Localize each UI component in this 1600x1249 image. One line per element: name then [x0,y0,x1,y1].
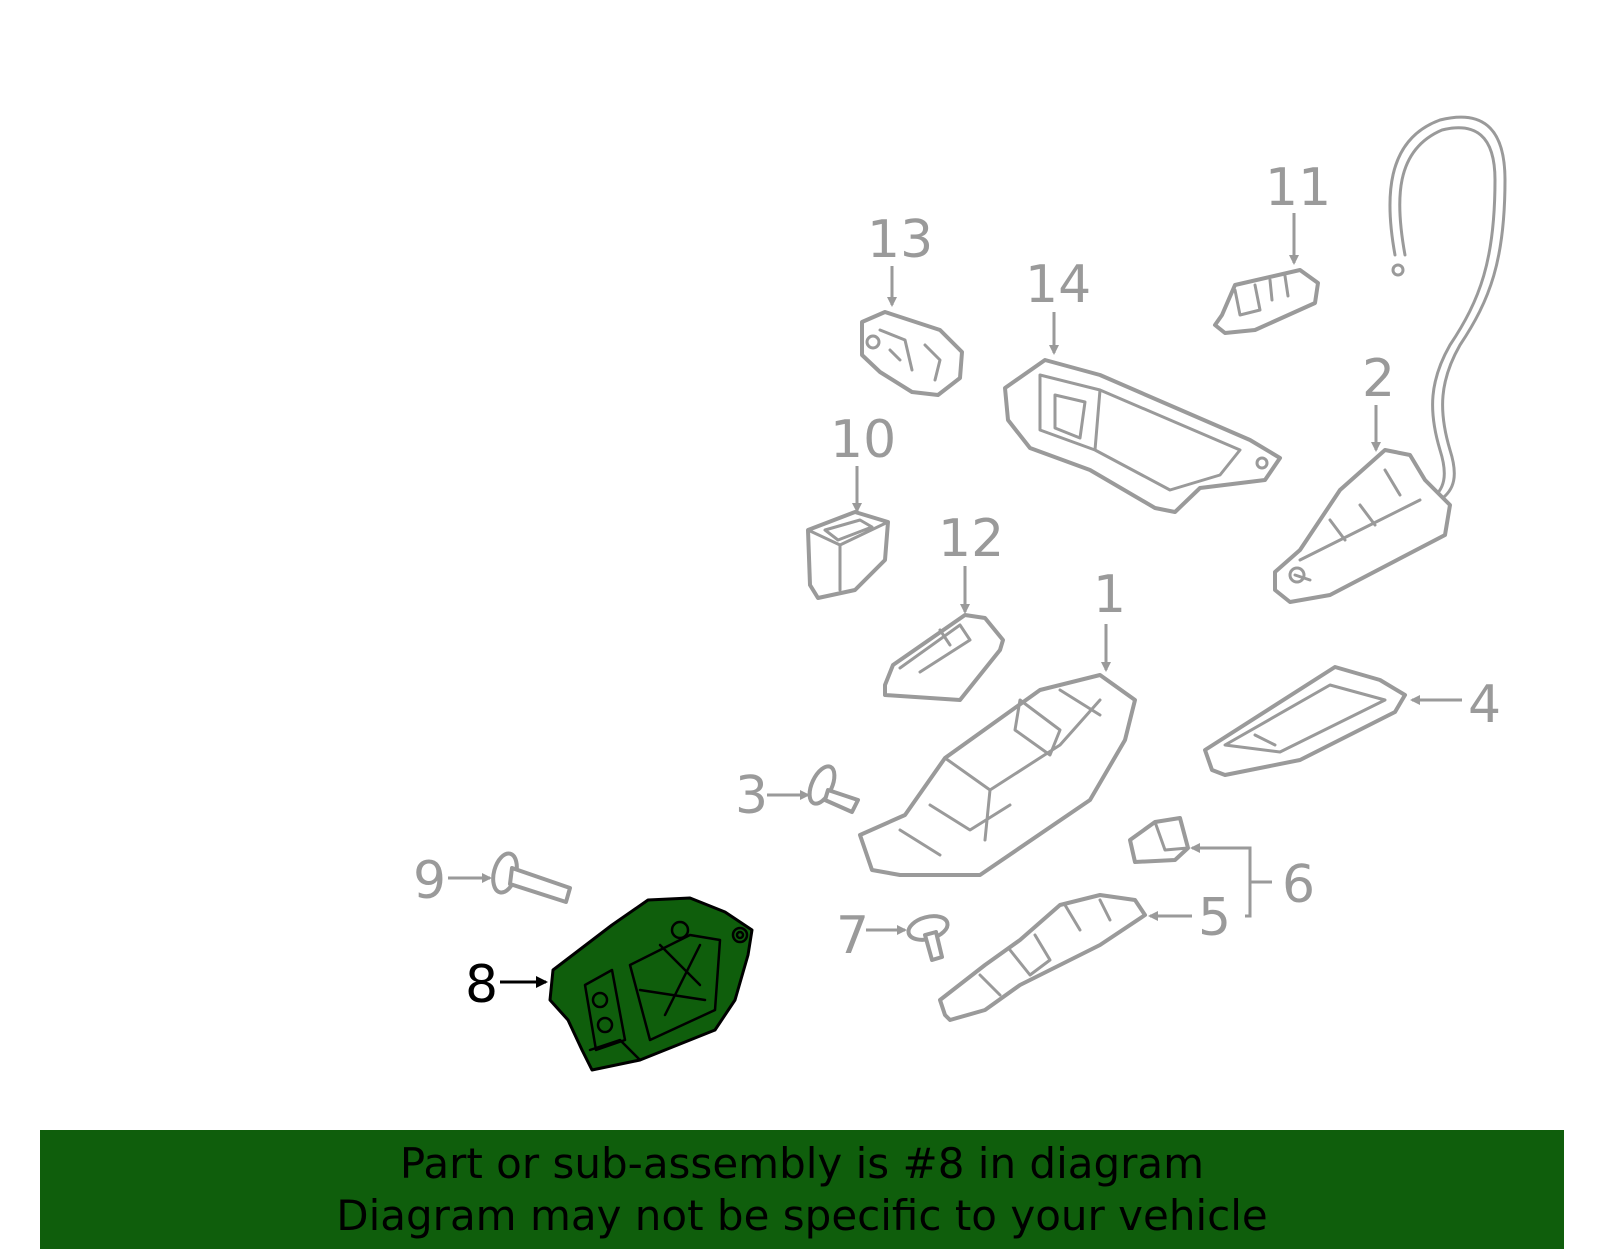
callout-9[interactable]: 9 [413,851,446,911]
parts-diagram: 13 14 11 2 10 12 1 [413,115,1507,1072]
callout-14[interactable]: 14 [1025,255,1091,315]
callout-2[interactable]: 2 [1362,349,1395,409]
callout-8[interactable]: 8 [465,955,498,1015]
part-7-screw-shape[interactable] [906,912,950,962]
callout-4[interactable]: 4 [1468,675,1501,735]
callout-11[interactable]: 11 [1265,158,1331,218]
banner-line-1: Part or sub-assembly is #8 in diagram [399,1138,1205,1188]
part-12-trim-piece-shape[interactable] [883,613,1005,702]
callout-12[interactable]: 12 [938,509,1004,569]
part-13-latch-shape[interactable] [860,310,964,397]
part-8-door-lock-actuator-shape[interactable] [548,896,754,1072]
part-9-bolt-shape[interactable] [489,851,572,904]
callout-5[interactable]: 5 [1198,888,1231,948]
part-11-bracket-shape[interactable] [1213,268,1320,335]
part-5-reinforcement-shape[interactable] [938,893,1147,1022]
callout-10[interactable]: 10 [830,410,896,470]
part-14-handle-bezel-shape[interactable] [1003,358,1282,514]
callout-7[interactable]: 7 [836,906,869,966]
part-2-cable-and-handle-shape[interactable] [1273,115,1507,604]
callout-6[interactable]: 6 [1282,855,1315,915]
part-6-cap-shape[interactable] [1128,816,1190,864]
banner-line-2: Diagram may not be specific to your vehi… [336,1190,1268,1240]
part-10-switch-shape[interactable] [806,510,890,600]
callout-1[interactable]: 1 [1093,565,1126,625]
callout-13[interactable]: 13 [867,210,933,270]
part-3-clip-shape[interactable] [804,763,860,814]
part-1-handle-carrier-shape[interactable] [858,673,1137,877]
part-4-seal-shape[interactable] [1203,665,1407,777]
info-banner: Part or sub-assembly is #8 in diagram Di… [40,1130,1564,1249]
callout-3[interactable]: 3 [735,766,768,826]
